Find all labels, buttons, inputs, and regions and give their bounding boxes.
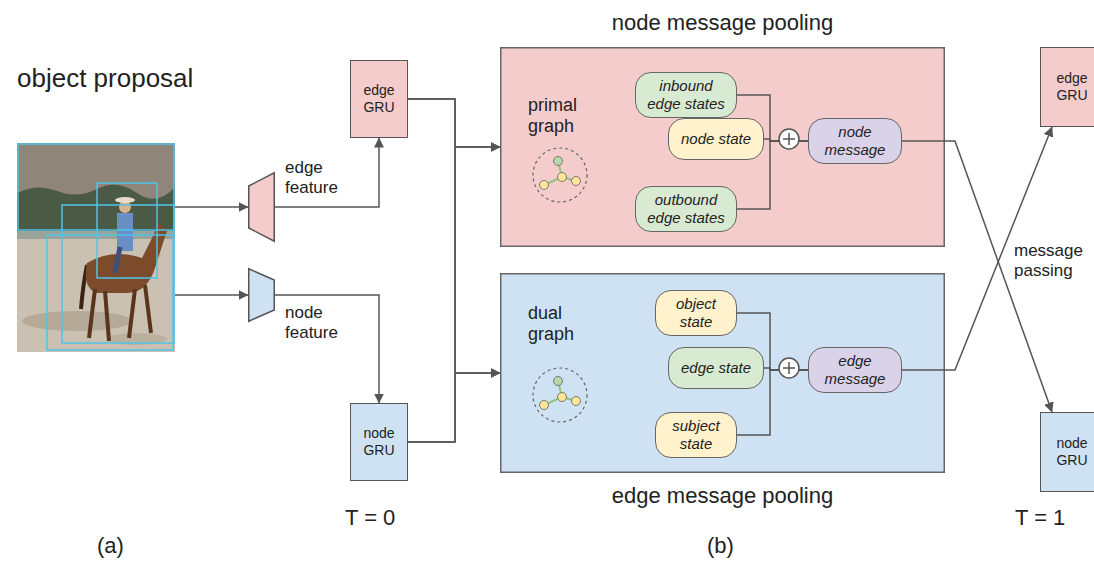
sum-symbol <box>779 129 799 149</box>
feature-encoder: node feature <box>248 268 275 322</box>
step-label: T = 0 <box>345 505 395 531</box>
photo-sand <box>17 143 175 352</box>
node-label: node feature <box>285 303 349 343</box>
photo-node: object proposal <box>17 143 175 352</box>
node-label: primal graph <box>528 95 600 137</box>
photo-legs <box>89 285 151 341</box>
node-label: subject state <box>666 417 726 452</box>
gru-box: node GRU <box>1040 412 1094 492</box>
state-pill: object state <box>655 290 737 336</box>
connector <box>275 138 379 207</box>
node-label: object state <box>666 295 726 330</box>
photo-hat <box>115 197 135 203</box>
panel-fill <box>501 274 945 473</box>
connector <box>275 295 379 403</box>
trapezoid-outline <box>248 172 275 242</box>
node-label: edge feature <box>285 158 349 198</box>
photo-rider <box>117 213 133 251</box>
connector <box>408 99 500 373</box>
panel-fill <box>501 48 945 247</box>
proposal-boxes <box>18 144 174 350</box>
connector <box>408 99 500 147</box>
pooling-panel: node message poolingprimal graphinbound … <box>500 47 945 247</box>
photo-trees <box>17 185 175 235</box>
connector <box>175 294 248 296</box>
step-label: (b) <box>707 533 734 559</box>
node-label: edge message <box>819 352 891 387</box>
trapezoid-outline <box>248 268 275 322</box>
node-label: edge message pooling <box>500 483 945 509</box>
connector <box>408 147 500 442</box>
connector <box>408 373 500 442</box>
state-pill: inbound edge states <box>635 72 737 118</box>
node-label: node message pooling <box>500 10 945 36</box>
state-pill: outbound edge states <box>635 186 737 232</box>
gru-box: edge GRU <box>1040 47 1094 127</box>
step-label: T = 1 <box>1015 505 1065 531</box>
node-label: dual graph <box>528 303 600 345</box>
node-label: node GRU <box>1045 435 1094 468</box>
graph-icon <box>533 368 587 422</box>
message-pill: edge message <box>808 347 902 393</box>
node-label: edge state <box>681 359 751 377</box>
gru-box: node GRU <box>350 403 408 481</box>
state-pill: node state <box>668 118 764 160</box>
node-label: inbound edge states <box>646 77 726 112</box>
state-pill: subject state <box>655 412 737 458</box>
node-label: node state <box>681 130 751 148</box>
node-label: outbound edge states <box>646 191 726 226</box>
state-pill: edge state <box>668 347 764 389</box>
graph-icon <box>533 148 587 202</box>
feature-encoder: edge feature <box>248 172 275 242</box>
node-label: edge GRU <box>355 82 403 115</box>
node-label: edge GRU <box>1045 70 1094 103</box>
pooling-panel: edge message poolingdual graphobject sta… <box>500 273 945 473</box>
gru-box: edge GRU <box>350 60 408 138</box>
annotation-label: message passing <box>1012 240 1082 282</box>
connector <box>175 206 248 208</box>
node-label: node message <box>819 123 891 158</box>
trapezoid-shape <box>249 269 275 322</box>
step-label: (a) <box>97 533 124 559</box>
photo <box>17 143 175 352</box>
sum-symbol <box>779 358 799 378</box>
node-label: node GRU <box>355 425 403 458</box>
node-label: object proposal <box>17 63 193 94</box>
trapezoid-shape <box>249 173 275 242</box>
photo-rider-leg <box>115 247 120 273</box>
message-pill: node message <box>808 118 902 164</box>
photo-shadow <box>22 311 132 331</box>
